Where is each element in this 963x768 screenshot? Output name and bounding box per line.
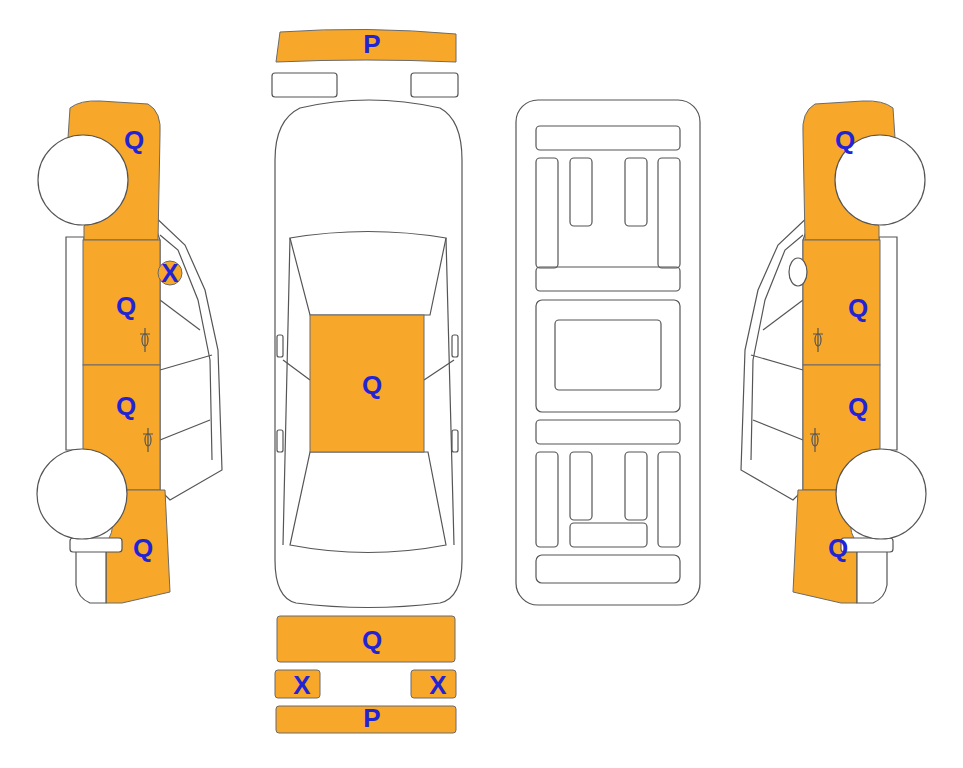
damage-panel: Q [114,391,139,421]
damage-panel: Q [846,293,871,323]
damage-code: X [429,672,446,698]
damage-code: Q [116,293,136,319]
damage-panel: Q [846,392,871,422]
damage-panel: Q [131,533,156,563]
damage-panel: X [291,670,313,700]
damage-panel: X [427,670,449,700]
headlight [411,73,458,97]
mirror [158,261,182,285]
damage-code: X [161,260,178,286]
damage-code: Q [362,627,382,653]
roof [310,315,424,452]
damage-panel: Q [833,125,858,155]
tail-light [275,670,320,698]
damage-code: Q [848,295,868,321]
damage-panel: P [361,29,383,59]
tail-light [411,670,456,698]
damage-panel: Q [360,625,385,655]
damage-code: X [293,672,310,698]
damage-panel: Q [122,125,147,155]
left-side-view [37,101,222,603]
damage-panel: Q [826,533,851,563]
damage-code: Q [124,127,144,153]
damage-panel: Q [360,370,385,400]
damage-code: Q [848,394,868,420]
damage-code: Q [828,535,848,561]
damage-panel: P [361,703,383,733]
damage-panel: Q [114,291,139,321]
damage-code: Q [835,127,855,153]
right-side-view [741,101,926,603]
front-bumper [276,29,456,62]
damage-panel: X [159,258,181,288]
underside [516,100,700,605]
damage-code: Q [362,372,382,398]
car-body-top [275,100,462,608]
damage-code: Q [116,393,136,419]
damage-code: Q [133,535,153,561]
damage-code: P [363,705,380,731]
rear-bumper [276,706,456,733]
headlight [272,73,337,97]
trunk [277,616,455,662]
damage-code: P [363,31,380,57]
